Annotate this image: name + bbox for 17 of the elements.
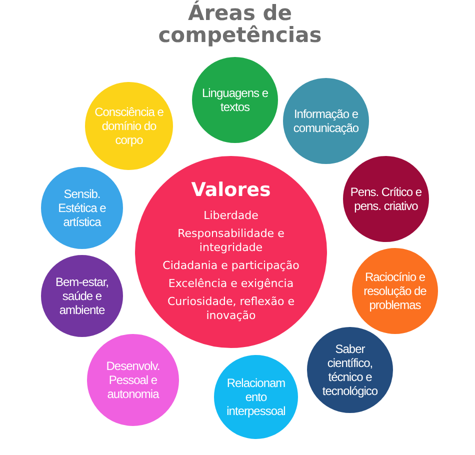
circle-label: Sensib. Estética e artística <box>57 187 107 229</box>
value-item: Liberdade <box>204 209 258 223</box>
circle-heading: Valores <box>191 179 271 201</box>
circle-label: Desenvolv. Pessoal e autonomia <box>105 359 161 401</box>
diagram-title: Áreas de competências <box>157 2 323 46</box>
value-item: Responsabilidade e integridade <box>176 227 286 255</box>
circle-label: Relacionam ento interpessoal <box>226 376 286 418</box>
circle-label: Bem-estar, saúde e ambiente <box>54 275 110 317</box>
value-item: Curiosidade, reflexão e inovação <box>166 295 296 323</box>
circle-label: Consciência e domínio do corpo <box>94 105 164 147</box>
circle-label: Raciocínio e resolução de problemas <box>362 270 428 312</box>
circle-label: Saber científico, técnico e tecnológico <box>321 342 379 398</box>
value-item: Cidadania e participação <box>162 259 300 273</box>
value-item: Excelência e exigência <box>168 277 294 291</box>
circle-label: Linguagens e textos <box>200 86 270 114</box>
circle-label: Informação e comunicação <box>292 107 360 135</box>
circle-label: Pens. Crítico e pens. criativo <box>349 185 423 213</box>
